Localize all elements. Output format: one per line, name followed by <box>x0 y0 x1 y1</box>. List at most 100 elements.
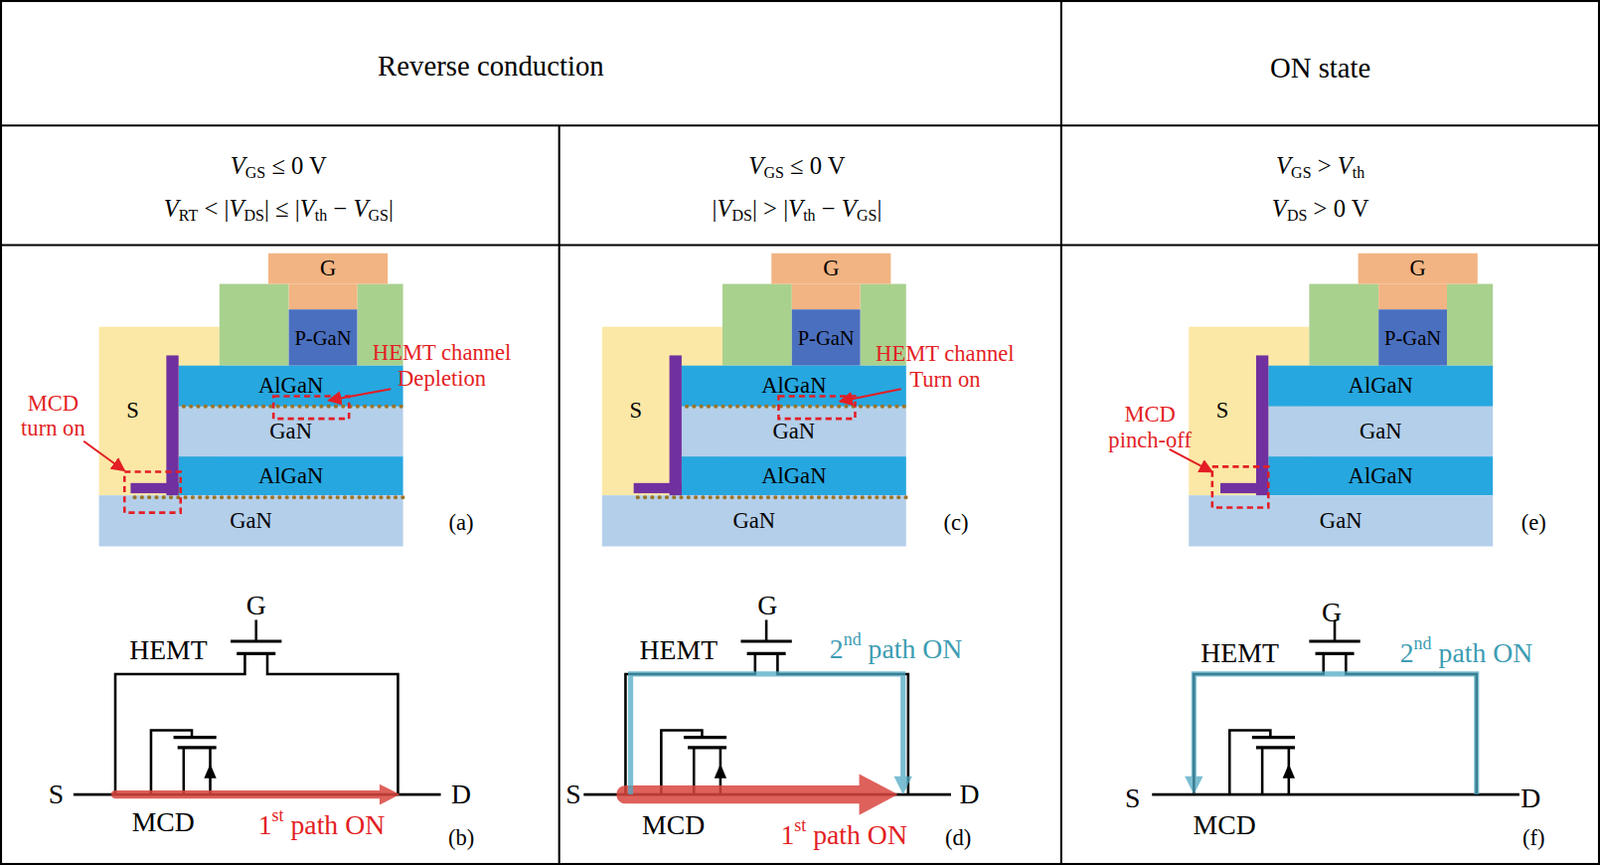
gate-metal <box>1358 253 1478 285</box>
terminal-name: G <box>1321 596 1342 629</box>
p-gan-layer <box>792 309 861 365</box>
algan-barrier: AlGaN <box>178 365 404 407</box>
gate-electrode: G <box>1358 253 1478 285</box>
gan-buffer: GaN <box>99 494 404 546</box>
annotation: HEMT channel Depletion <box>365 339 519 392</box>
gate-electrode: G <box>268 253 388 285</box>
terminal-name: S <box>48 778 64 810</box>
algan-barrier: AlGaN <box>1268 365 1493 407</box>
condition-text: |VDS| > |Vth − VGS| <box>712 194 883 223</box>
layer-name: G <box>320 256 336 282</box>
layer-name: AlGaN <box>258 463 323 488</box>
layer-name: GaN <box>773 419 816 445</box>
gate-metal <box>771 253 891 285</box>
source-electrode: S <box>602 326 670 495</box>
gate-metal <box>289 284 358 311</box>
gate-metal <box>268 253 388 285</box>
condition-text: VGS ≤ 0 V <box>230 152 327 180</box>
ohmic-contact <box>634 482 682 493</box>
annotation: HEMT channel Turn on <box>868 340 1022 393</box>
gan-layer <box>602 494 907 546</box>
panel-tag: (c) <box>944 509 969 536</box>
annotation: MCD turn on <box>12 389 93 442</box>
gate-electrode: G <box>771 253 891 285</box>
equivalent-circuit <box>73 619 442 804</box>
source-electrode: S <box>1188 326 1257 495</box>
panel-tag: (e) <box>1521 509 1547 536</box>
algan-back-barrier: AlGaN <box>178 456 404 495</box>
p-gan-layer <box>1378 309 1447 365</box>
source-electrode: S <box>99 326 167 495</box>
p-gan-layer <box>289 309 358 365</box>
gan-layer <box>1268 406 1493 457</box>
condition-text: VDS > 0 V <box>1272 194 1370 223</box>
layer-name: AlGaN <box>1348 463 1414 488</box>
device-cross-section <box>83 253 403 547</box>
condition-text: VRT < |VDS| ≤ |Vth − VGS| <box>163 194 394 223</box>
layer-name: S <box>629 398 642 424</box>
annotation: MCD pinch-off <box>1099 400 1202 453</box>
terminal-name: G <box>246 589 267 622</box>
ohmic-contact <box>130 482 178 493</box>
ohmic-contact <box>1220 482 1269 493</box>
device-name: MCD <box>1193 808 1257 841</box>
gan-layer <box>681 406 907 457</box>
device-name: MCD <box>132 805 195 838</box>
layer-name: G <box>1410 256 1427 282</box>
algan-layer <box>1268 456 1493 495</box>
algan-layer <box>178 456 404 495</box>
body-arrow <box>1282 763 1295 778</box>
layer-name: GaN <box>1319 507 1363 533</box>
algan-back-barrier: AlGaN <box>1268 456 1493 495</box>
gate-metal <box>1378 284 1447 311</box>
algan-layer <box>681 365 907 407</box>
2deg-channel <box>638 494 907 499</box>
path-label: 1st path ON <box>258 808 386 841</box>
gan-buffer: GaN <box>1188 494 1493 546</box>
panel-tag: (a) <box>449 509 475 536</box>
leader-arrow <box>1169 449 1213 473</box>
layer-name: P-GaN <box>294 325 351 349</box>
layer-name: AlGaN <box>1348 373 1414 399</box>
device-name: HEMT <box>640 634 719 666</box>
gan-channel-layer: GaN <box>178 406 404 457</box>
passivation <box>219 284 290 366</box>
layer-name: P-GaN <box>1384 325 1441 349</box>
highlight-box <box>1212 466 1269 507</box>
table-header: Reverse conduction <box>377 49 605 83</box>
device-cross-section <box>602 253 907 547</box>
condition-text: VGS > Vth <box>1276 152 1365 180</box>
algan-layer <box>681 456 907 495</box>
2deg-channel <box>135 494 404 499</box>
passivation <box>1308 284 1379 366</box>
ohmic-contact <box>1256 354 1269 495</box>
algan-layer <box>1268 365 1493 407</box>
layer-name: GaN <box>732 507 776 533</box>
leader-arrow <box>83 441 125 472</box>
path-label: 2nd path ON <box>1400 637 1533 669</box>
layer-name: AlGaN <box>258 373 323 399</box>
gan-layer <box>1188 494 1493 546</box>
current-path-1 <box>625 774 898 815</box>
2deg-channel <box>686 404 907 409</box>
ohmic-contact <box>165 354 178 495</box>
layer-name: GaN <box>269 419 313 445</box>
device-name: MCD <box>641 808 705 841</box>
table-header: ON state <box>1270 51 1371 85</box>
circuit-wire <box>73 619 442 795</box>
current-path-1 <box>115 784 400 805</box>
2deg-channel <box>183 404 404 409</box>
algan-back-barrier: AlGaN <box>681 456 907 495</box>
panel-tag: (f) <box>1522 823 1546 850</box>
current-path-2 <box>631 673 913 795</box>
device-name: HEMT <box>129 634 208 666</box>
panel-tag: (d) <box>945 823 971 850</box>
ohmic-contact <box>669 354 682 495</box>
terminal-name: S <box>565 778 581 810</box>
condition-text: VGS ≤ 0 V <box>748 152 845 180</box>
device-name: HEMT <box>1200 637 1280 669</box>
algan-layer <box>178 365 404 407</box>
panel-tag: (b) <box>448 823 475 850</box>
terminal-name: S <box>1124 782 1140 814</box>
